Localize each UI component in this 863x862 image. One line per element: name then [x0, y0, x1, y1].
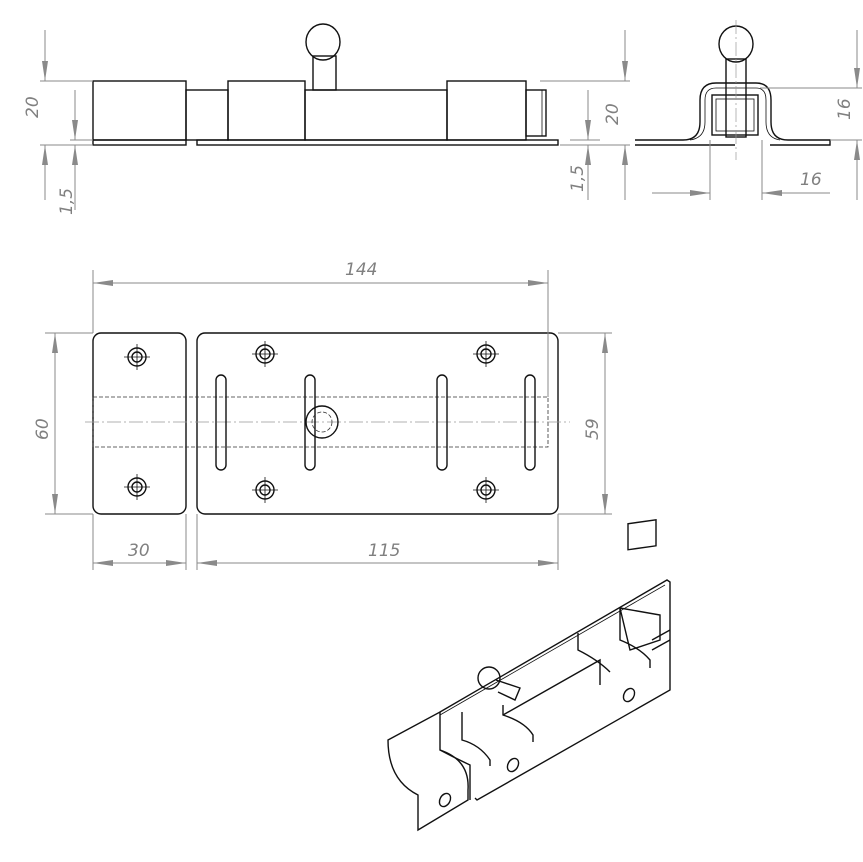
dim-side-height: 16	[835, 98, 855, 120]
dim-right-length: 115	[368, 541, 400, 561]
side-dimensions: 16 16	[652, 30, 862, 200]
dim-front-height: 20	[23, 96, 43, 118]
dim-front-plate-right: 1,5	[568, 165, 588, 192]
dim-front-plate: 1,5	[57, 188, 77, 215]
dim-overall-length: 144	[345, 260, 377, 280]
front-view	[92, 23, 559, 146]
plan-view	[85, 332, 570, 515]
side-view	[635, 20, 831, 160]
dim-side-width: 16	[800, 170, 822, 190]
dim-left-length: 30	[128, 541, 150, 561]
dim-front-height-right: 20	[603, 103, 623, 125]
front-dimensions: 20 1,5 20 1,5	[23, 30, 630, 215]
plan-dimensions: 144 60 59 30 115	[33, 260, 612, 570]
isometric-view	[387, 519, 671, 832]
dim-left-width: 60	[33, 418, 53, 440]
knob-top	[305, 405, 339, 439]
knob-ball	[305, 23, 341, 61]
knob-stem	[312, 55, 337, 91]
slots	[215, 374, 536, 471]
screw-holes	[124, 341, 499, 503]
dim-right-width: 59	[583, 418, 603, 440]
